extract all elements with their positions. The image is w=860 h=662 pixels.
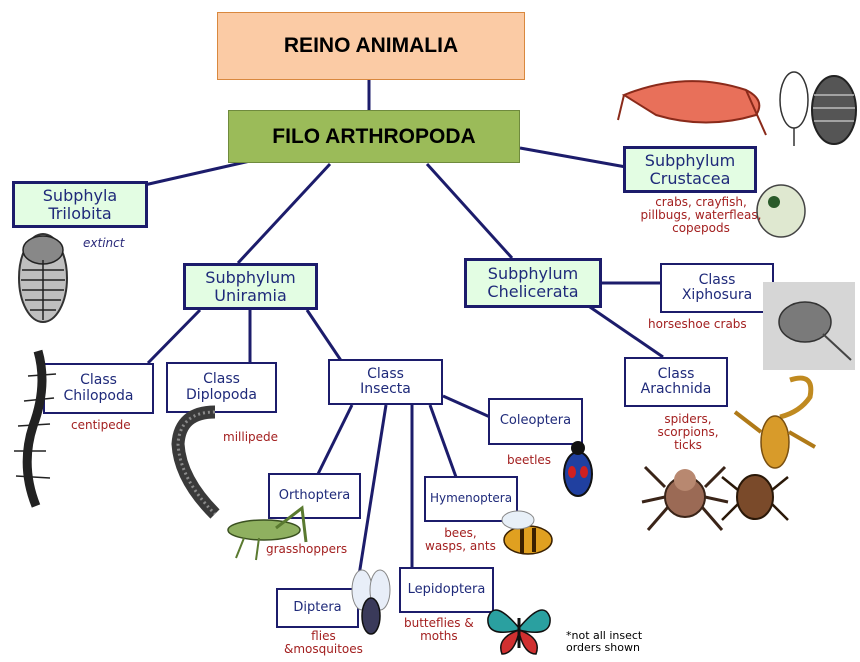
crustacea-note: crabs, crayfish, pillbugs, waterfleas, c… bbox=[616, 196, 786, 236]
horseshoe-crab-image bbox=[763, 282, 855, 370]
chelicerata-box: Subphylum Chelicerata bbox=[464, 258, 602, 308]
line-filo-crustacea bbox=[520, 148, 626, 167]
lepidoptera-box: Lepidoptera bbox=[399, 567, 494, 613]
uniramia-line1: Subphylum bbox=[205, 269, 295, 287]
line-filo-trilobita bbox=[140, 161, 250, 186]
trilobita-line2: Trilobita bbox=[48, 205, 111, 223]
coleoptera-label: Coleoptera bbox=[500, 414, 571, 428]
arachnid-images bbox=[640, 372, 855, 552]
crustacea-images bbox=[616, 60, 860, 148]
xiphosura-note: horseshoe crabs bbox=[648, 318, 747, 331]
orthoptera-note: grasshoppers bbox=[266, 543, 347, 556]
chilopoda-note: centipede bbox=[71, 419, 131, 432]
crustacea-line2: Crustacea bbox=[650, 170, 731, 188]
lepidoptera-note: butteflies & moths bbox=[404, 617, 474, 643]
crustacea-line1: Subphylum bbox=[645, 152, 735, 170]
line-insecta-coleoptera bbox=[443, 396, 490, 417]
diptera-label: Diptera bbox=[293, 601, 341, 615]
xiphosura-box: Class Xiphosura bbox=[660, 263, 774, 313]
insecta-line1: Class bbox=[367, 367, 404, 382]
centipede-image bbox=[8, 346, 62, 512]
xiphosura-line1: Class bbox=[699, 273, 736, 288]
chelicerata-line1: Subphylum bbox=[488, 265, 578, 283]
beetle-image bbox=[556, 434, 600, 502]
line-insecta-orthoptera bbox=[318, 405, 352, 474]
chelicerata-line2: Chelicerata bbox=[487, 283, 578, 301]
trilobite-image bbox=[10, 230, 76, 326]
line-filo-chelicerata bbox=[427, 164, 512, 258]
diptera-box: Diptera bbox=[276, 588, 359, 628]
line-insecta-hymenoptera bbox=[430, 405, 456, 477]
xiphosura-line2: Xiphosura bbox=[682, 288, 752, 303]
bee-image bbox=[484, 504, 564, 566]
insecta-box: Class Insecta bbox=[328, 359, 443, 405]
line-uniramia-insecta bbox=[307, 310, 342, 362]
line-uniramia-chilopoda bbox=[148, 310, 200, 363]
crustacea-box: Subphylum Crustacea bbox=[623, 146, 757, 193]
hymenoptera-note: bees, wasps, ants bbox=[425, 527, 496, 553]
insecta-line2: Insecta bbox=[360, 382, 411, 397]
diplopoda-line2: Diplopoda bbox=[186, 388, 257, 403]
filo-arthropoda-label: FILO ARTHROPODA bbox=[272, 125, 475, 148]
chilopoda-line2: Chilopoda bbox=[64, 389, 134, 404]
uniramia-box: Subphylum Uniramia bbox=[183, 263, 318, 310]
diplopoda-note: millipede bbox=[223, 431, 278, 444]
filo-arthropoda-box: FILO ARTHROPODA bbox=[228, 110, 520, 163]
line-insecta-diptera bbox=[357, 405, 386, 588]
footnote: *not all insect orders shown bbox=[566, 630, 642, 654]
coleoptera-note: beetles bbox=[507, 454, 551, 467]
trilobita-note: extinct bbox=[83, 236, 124, 250]
lepidoptera-label: Lepidoptera bbox=[408, 583, 486, 597]
butterfly-image bbox=[484, 598, 554, 658]
diplopoda-line1: Class bbox=[203, 372, 240, 387]
reino-animalia-box: REINO ANIMALIA bbox=[217, 12, 525, 80]
chilopoda-line1: Class bbox=[80, 373, 117, 388]
diptera-note: flies &mosquitoes bbox=[284, 630, 363, 656]
trilobita-line1: Subphyla bbox=[43, 187, 117, 205]
reino-animalia-label: REINO ANIMALIA bbox=[284, 34, 458, 57]
uniramia-line2: Uniramia bbox=[214, 287, 287, 305]
trilobita-box: Subphyla Trilobita bbox=[12, 181, 148, 228]
line-filo-uniramia bbox=[238, 164, 330, 263]
